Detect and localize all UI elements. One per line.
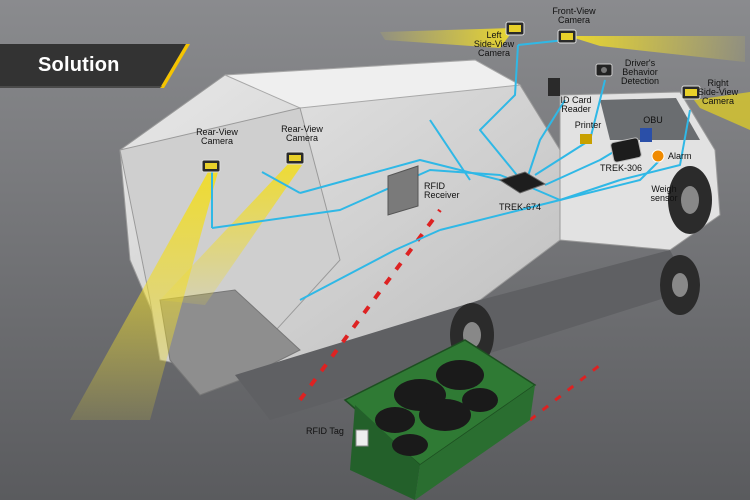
label-weigh-sensor: Weigh sensor [650,184,678,203]
mid-wheel-hub [672,273,688,297]
label-rfid-tag: RFID Tag [306,426,344,436]
obu-icon [640,128,652,142]
label-left-side-view-camera: Left Side-View Camera [473,30,515,58]
reflective-strip-side [298,208,442,402]
page-title: Solution [38,54,120,76]
label-obu: OBU [643,115,663,125]
cab-window [600,98,700,140]
garbage-bags [375,360,498,456]
label-rfid-receiver: RFID Receiver [424,181,460,200]
rear-view-camera-2-icon [285,151,305,165]
label-trek-674: TREK-674 [498,202,542,212]
alarm-icon [651,149,665,163]
label-printer: Printer [574,120,602,130]
label-front-view-camera: Front-View Camera [552,6,596,25]
label-right-side-view-camera: Right Side-View Camera [697,78,739,106]
controller-box-icon [498,171,547,194]
banner-accent [160,44,190,88]
banner-background [0,44,186,88]
label-id-card-reader: ID Card Reader [560,95,592,114]
left-side-view-camera-icon [505,21,525,36]
drivers-behavior-detection-icon [595,63,613,77]
label-rear-view-camera-2: Rear-View Camera [281,124,323,143]
left-side-camera-beam [380,28,515,48]
front-view-camera-beam [568,36,745,62]
rfid-tag-icon [355,429,369,447]
cable-network [211,39,691,301]
printer-icon [580,134,592,144]
tablet-icon [610,137,642,163]
label-drivers-behavior-detection: Driver's Behavior Detection [620,58,660,86]
label-trek-306: TREK-306 [599,163,643,173]
truck-roof [224,59,522,109]
front-view-camera-icon [557,29,577,44]
label-alarm: Alarm [668,151,692,161]
waste-bin [343,339,537,500]
id-card-reader-icon [548,78,560,96]
right-side-view-camera-icon [681,85,701,100]
rear-view-camera-beam-1 [70,172,218,420]
rear-view-camera-1-icon [201,159,221,173]
label-rear-view-camera-1: Rear-View Camera [196,127,238,146]
right-side-camera-beam [694,92,750,130]
rear-view-camera-beam-2 [160,162,302,305]
front-wheel-hub [681,186,699,214]
banner-bottom-rule [0,86,162,88]
rfid-receiver-icon [387,165,419,216]
